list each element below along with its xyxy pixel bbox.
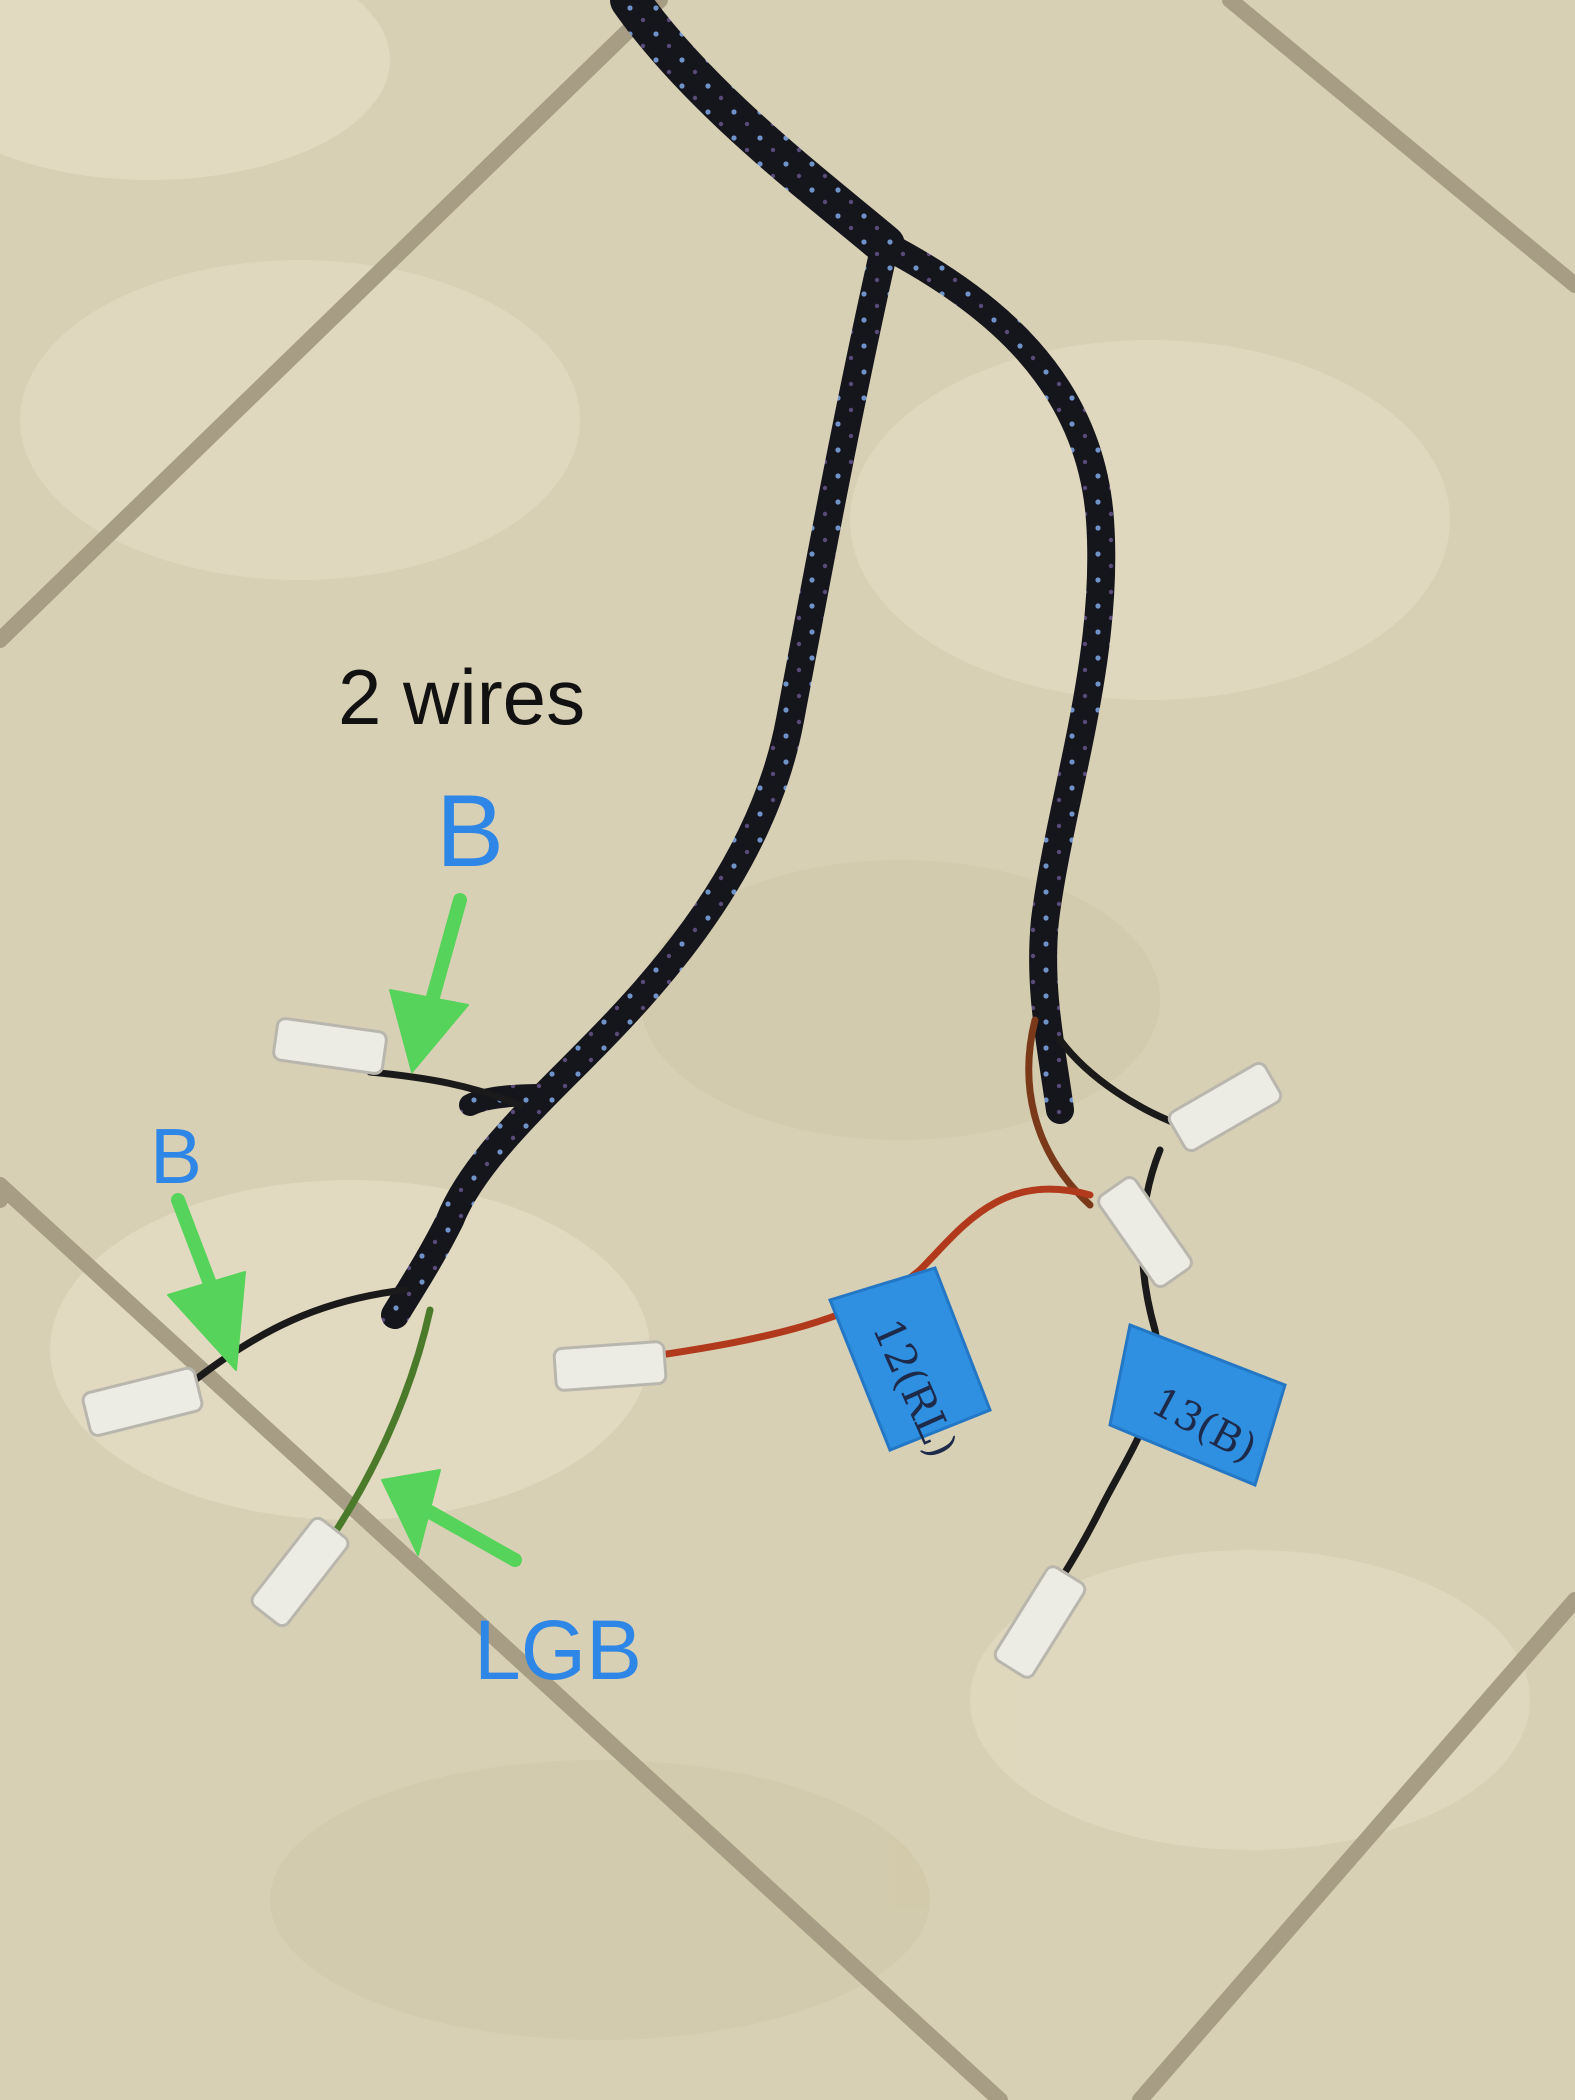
connector-bottom-left — [250, 1516, 350, 1628]
tape-tag-13 — [1108, 1322, 1287, 1488]
connector-right-bottom — [993, 1565, 1087, 1679]
bottom-arrow-label: LGB — [474, 1603, 643, 1697]
wire-red-tag12 — [656, 1185, 1094, 1359]
tape-tags — [828, 1266, 1287, 1488]
green-arrows — [167, 893, 522, 1567]
connector-red — [552, 1340, 668, 1392]
top-arrow-label: B — [436, 774, 505, 888]
wire-green-lgb — [326, 1306, 434, 1544]
connector-top-left — [272, 1017, 388, 1075]
wire-black-left — [191, 1286, 409, 1384]
wire-brown-right — [1025, 1016, 1094, 1209]
braided-sleeve — [381, 0, 1116, 1329]
arrow-left-b — [167, 1193, 246, 1371]
wire-count-label: 2 wires — [338, 653, 586, 741]
connectors — [81, 1017, 1283, 1679]
wire-black-top — [366, 1068, 524, 1109]
tile-mottling — [0, 0, 650, 1520]
connector-right-middle — [1097, 1175, 1193, 1289]
arrow-lgb — [381, 1469, 522, 1567]
wire-black-right-top — [1056, 1036, 1184, 1129]
left-arrow-label: B — [150, 1112, 203, 1200]
arrow-top-b — [389, 893, 469, 1073]
connector-left — [81, 1366, 204, 1437]
tape-tag-12 — [828, 1266, 992, 1452]
connector-right-top — [1167, 1061, 1283, 1153]
